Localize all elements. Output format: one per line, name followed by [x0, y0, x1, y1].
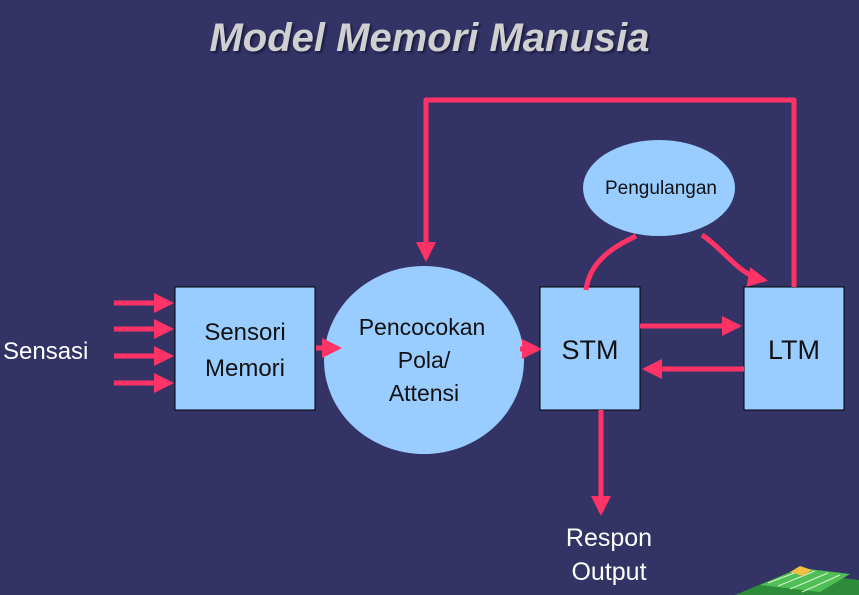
pencocokan-label-line3: Attensi: [389, 380, 459, 406]
arrow-stm-to-pengulangan: [583, 233, 638, 291]
arrow-ltm-feedback-to-pencocokan: [416, 97, 797, 287]
ltm-label: LTM: [768, 335, 820, 365]
pencocokan-circle: [324, 266, 524, 454]
pengulangan-label: Pengulangan: [605, 178, 717, 199]
arrow-pengulangan-to-ltm: [700, 232, 768, 287]
input-arrows: [114, 293, 174, 393]
sensasi-label: Sensasi: [3, 338, 88, 365]
stm-box: [539, 286, 641, 411]
respon-label-line1: Respon: [566, 524, 652, 552]
ltm-box: [743, 286, 845, 411]
page-title: Model Memori Manusia: [209, 16, 650, 60]
corner-decoration-icon: [735, 566, 859, 595]
sensori-memori-box: [174, 286, 316, 411]
pengulangan-ellipse: [583, 140, 735, 236]
respon-label-line2: Output: [571, 558, 646, 586]
sensori-label-line1: Sensori: [204, 319, 285, 346]
pencocokan-label-line2: Pola/: [398, 347, 451, 373]
pencocokan-label-line1: Pencocokan: [359, 314, 486, 340]
stm-label: STM: [562, 335, 619, 365]
sensori-label-line2: Memori: [205, 355, 285, 382]
